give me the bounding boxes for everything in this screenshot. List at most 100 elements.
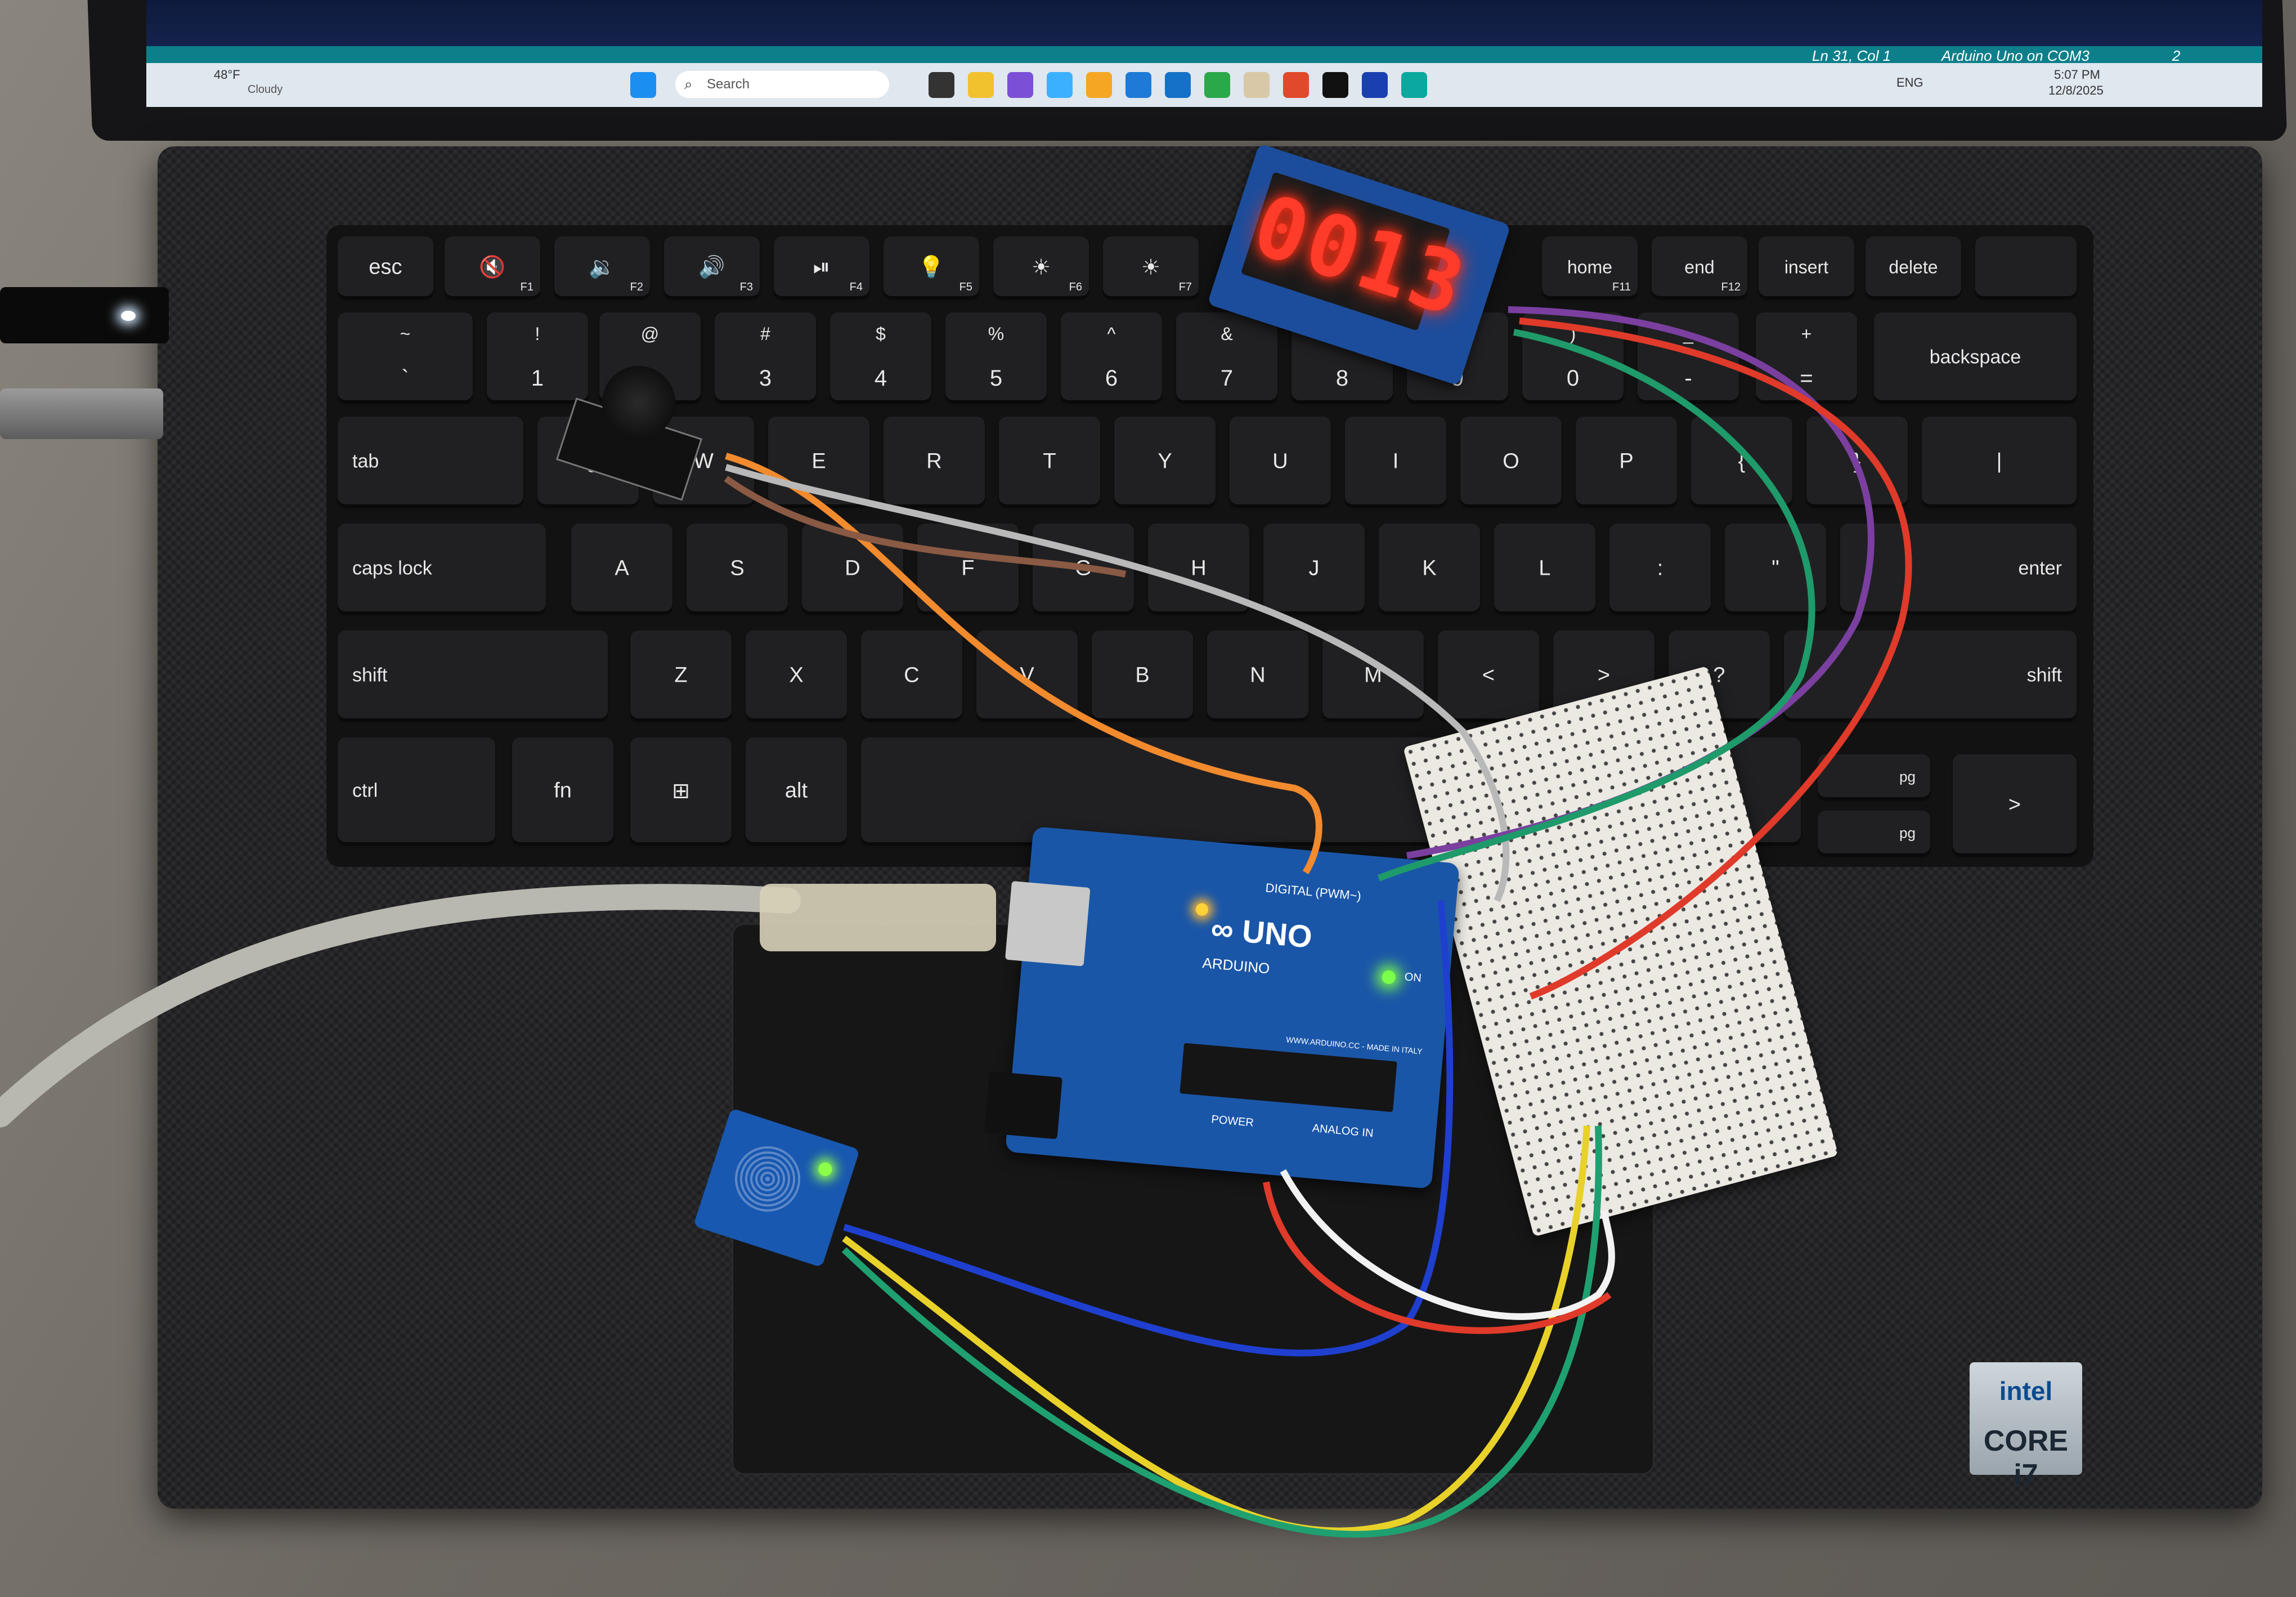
key-page-up[interactable]: pg bbox=[1818, 754, 1930, 799]
usb-cable bbox=[0, 884, 801, 1128]
key-3[interactable]: #3 bbox=[715, 312, 816, 402]
app-h-icon[interactable] bbox=[1322, 72, 1348, 98]
key-backslash[interactable]: | bbox=[1922, 417, 2077, 507]
app-v-icon[interactable] bbox=[1165, 72, 1191, 98]
clock-time[interactable]: 5:07 PM bbox=[2054, 68, 2100, 82]
edge-icon[interactable] bbox=[1362, 72, 1388, 98]
key-semicolon[interactable]: : bbox=[1609, 524, 1711, 614]
search-icon: ⌕ bbox=[684, 75, 693, 92]
key-s[interactable]: S bbox=[687, 524, 788, 614]
key-windows[interactable]: ⊞ bbox=[630, 737, 732, 844]
copilot-icon[interactable] bbox=[1047, 72, 1073, 98]
key-x[interactable]: X bbox=[746, 630, 847, 721]
key-4[interactable]: $4 bbox=[830, 312, 931, 402]
key-f7[interactable]: ☀F7 bbox=[1103, 236, 1199, 298]
search-box[interactable]: ⌕ Search bbox=[675, 71, 889, 98]
wire-green-display bbox=[1377, 329, 1815, 882]
key-equals[interactable]: += bbox=[1756, 312, 1857, 402]
key-f[interactable]: F bbox=[917, 524, 1019, 614]
key-k[interactable]: K bbox=[1379, 524, 1480, 614]
key-backtick[interactable]: ~` bbox=[338, 312, 473, 402]
key-ctrl[interactable]: ctrl bbox=[338, 737, 495, 844]
intel-brand: intel bbox=[1999, 1376, 2053, 1406]
key-b[interactable]: B bbox=[1092, 630, 1193, 721]
key-i[interactable]: I bbox=[1345, 417, 1446, 507]
key-l[interactable]: L bbox=[1494, 524, 1595, 614]
intel-badge: intel CORE i7 bbox=[1970, 1362, 2082, 1491]
key-j[interactable]: J bbox=[1263, 524, 1365, 614]
key-7[interactable]: &7 bbox=[1176, 312, 1277, 402]
windows-taskbar: 48°F Cloudy ⌕ Search ENG 5:07 PM 12/8/20… bbox=[146, 63, 2262, 107]
usb-c-cable bbox=[0, 287, 169, 343]
key-f2[interactable]: 🔉F2 bbox=[554, 236, 650, 298]
wire-orange bbox=[725, 453, 1322, 875]
key-shift-left[interactable]: shift bbox=[338, 630, 608, 721]
key-d[interactable]: D bbox=[802, 524, 903, 614]
key-enter[interactable]: enter bbox=[1840, 524, 2077, 614]
key-t[interactable]: T bbox=[999, 417, 1100, 507]
clock-date[interactable]: 12/8/2025 bbox=[2048, 83, 2104, 97]
search-placeholder: Search bbox=[707, 77, 750, 92]
key-page-down[interactable]: pg bbox=[1818, 811, 1930, 856]
weather-temp[interactable]: 48°F bbox=[214, 68, 240, 82]
key-f1[interactable]: 🔇F1 bbox=[445, 236, 540, 298]
notification-count[interactable]: 2 bbox=[2172, 47, 2181, 64]
visual-studio-icon[interactable] bbox=[1007, 72, 1033, 98]
key-caps-lock[interactable]: caps lock bbox=[338, 524, 546, 614]
key-a[interactable]: A bbox=[571, 524, 672, 614]
chrome-icon[interactable] bbox=[1204, 72, 1230, 98]
photos-icon[interactable] bbox=[1086, 72, 1112, 98]
arduino-ide-icon[interactable] bbox=[1401, 72, 1427, 98]
key-comma[interactable]: < bbox=[1438, 630, 1539, 721]
key-arrow-right[interactable]: > bbox=[1953, 754, 2077, 856]
key-shift-right[interactable]: shift bbox=[1784, 630, 2077, 721]
key-backspace[interactable]: backspace bbox=[1874, 312, 2077, 402]
key-power[interactable] bbox=[1975, 236, 2077, 298]
key-insert[interactable]: insert bbox=[1759, 236, 1854, 298]
key-delete[interactable]: delete bbox=[1866, 236, 1961, 298]
file-explorer-icon[interactable] bbox=[968, 72, 994, 98]
key-alt[interactable]: alt bbox=[746, 737, 847, 844]
key-c[interactable]: C bbox=[861, 630, 962, 721]
key-f6[interactable]: ☀F6 bbox=[993, 236, 1089, 298]
key-h[interactable]: H bbox=[1148, 524, 1249, 614]
key-5[interactable]: %5 bbox=[945, 312, 1047, 402]
key-1[interactable]: !1 bbox=[487, 312, 588, 402]
language-indicator[interactable]: ENG bbox=[1896, 75, 1923, 90]
office-icon[interactable] bbox=[1283, 72, 1309, 98]
port-led bbox=[121, 311, 136, 321]
windows-start-icon[interactable] bbox=[630, 72, 656, 98]
wire-red-power bbox=[1263, 1181, 1612, 1334]
usb-plug bbox=[760, 884, 996, 951]
cursor-position: Ln 31, Col 1 bbox=[1812, 47, 1891, 64]
task-view-icon[interactable] bbox=[929, 72, 954, 98]
key-r[interactable]: R bbox=[884, 417, 985, 507]
weather-condition[interactable]: Cloudy bbox=[248, 83, 283, 96]
key-o[interactable]: O bbox=[1460, 417, 1562, 507]
app-icon[interactable] bbox=[1244, 72, 1270, 98]
key-tab[interactable]: tab bbox=[338, 417, 523, 507]
key-esc[interactable]: esc bbox=[338, 236, 433, 298]
laptop-screen: Ln 31, Col 1 Arduino Uno on COM3 2 48°F … bbox=[146, 0, 2262, 107]
key-y[interactable]: Y bbox=[1114, 417, 1216, 507]
windows-icon: ⊞ bbox=[672, 779, 690, 803]
key-6[interactable]: ^6 bbox=[1061, 312, 1162, 402]
intel-model: CORE i7 bbox=[1983, 1425, 2069, 1491]
vscode-icon[interactable] bbox=[1125, 72, 1151, 98]
key-f3[interactable]: 🔊F3 bbox=[664, 236, 760, 298]
wire-brown bbox=[724, 476, 1127, 578]
wire-white bbox=[1280, 1169, 1615, 1320]
key-fn[interactable]: fn bbox=[512, 737, 613, 844]
key-f4[interactable]: ⏯F4 bbox=[774, 236, 869, 298]
key-u[interactable]: U bbox=[1230, 417, 1331, 507]
key-p[interactable]: P bbox=[1576, 417, 1677, 507]
key-n[interactable]: N bbox=[1207, 630, 1308, 721]
key-f5[interactable]: 💡F5 bbox=[884, 236, 979, 298]
buzzer bbox=[602, 366, 675, 439]
key-z[interactable]: Z bbox=[630, 630, 732, 721]
board-port: Arduino Uno on COM3 bbox=[1941, 47, 2090, 64]
